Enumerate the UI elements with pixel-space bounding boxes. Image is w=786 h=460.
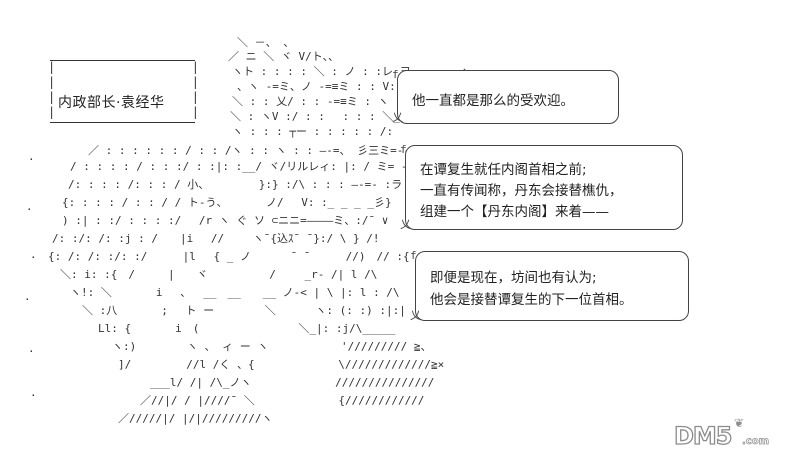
svg-text:＼: i: :{ / | ヾ / _r-: ＼: i: :{ / | ヾ / _r- /| l /\ [60, 268, 377, 281]
bubble-corner-mark: f [400, 143, 407, 156]
svg-text:.: . [24, 290, 31, 303]
bubble-text-line: 一直有传闻称，丹东会接替樵仇， [420, 183, 623, 199]
svg-text:/: :/: /: :j : / |i // ヽ¯{: /: :/: /: :j : / |i // ヽ¯{込ｽ¯ ̄ }:/ \ } … [52, 232, 380, 245]
bubble-text-line: 在谭复生就任内阁首相之前; [420, 162, 587, 178]
svg-text:ヽ : : : ┬ー : : : : : /:: ヽ : : : ┬ー : : : : : /: [232, 125, 393, 138]
watermark-domain-text: .com [742, 436, 770, 448]
caption-frame-bottom [50, 122, 195, 123]
speech-bubble-1: f 乂 他一直都是那么的受欢迎。 [392, 68, 619, 124]
svg-text:.: . [30, 248, 37, 261]
speech-bubble-2: f 乂 在谭复生就任内阁首相之前; 一直有传闻称，丹东会接替樵仇， 组建一个【丹… [400, 143, 683, 231]
svg-text:.: . [28, 150, 35, 163]
svg-text:、ヽ -=ミ、ノ -=≡ミ : : V: }: 、ヽ -=ミ、ノ -=≡ミ : : V: } [226, 80, 409, 93]
bubble-corner-mark: f [392, 68, 399, 81]
dm5-watermark-logo: ❦ DM5 .com [673, 416, 784, 452]
svg-text:.: . [26, 200, 33, 213]
ascii-art-head: ＼ －、 、 ／ ニ ＼ ヾ V/ト、、 ヽト : : : : ＼ : ノ : … [226, 36, 468, 138]
svg-text:]/ //l /く 、{ \/////: ]/ //l /く 、{ \/////////////≧× [118, 358, 444, 371]
svg-text:.: . [28, 342, 35, 355]
svg-text:/: : : : /: : : / 小、 }:} :: /: : : : /: : : / 小、 }:} :/\ : : : ―-=- … [68, 178, 402, 191]
svg-text:{: : : : / : : / / ト-う、 ノ/: {: : : : / : : / / ト-う、 ノ/ V: :_ _ _ _彡} [62, 196, 392, 209]
svg-text:＼ －、 、: ＼ －、 、 [237, 36, 294, 49]
svg-text:／ : : : : : : / : : /ヽ : : ヽ :: ／ : : : : : : / : : /ヽ : : ヽ : : ―-=、 彡三… [88, 144, 432, 157]
name-caption: 内政部长·袁经华 [58, 95, 165, 111]
svg-text:／ ニ ＼ ヾ V/ト、、: ／ ニ ＼ ヾ V/ト、、 [228, 50, 339, 63]
bubble-tail-mark: 乂 [400, 218, 411, 231]
svg-text:.: . [30, 386, 37, 399]
svg-text:＼ : : 乂/ : : -=≡ミ : ヽ : /:/: ＼ : : 乂/ : : -=≡ミ : ヽ : /:/ [232, 95, 428, 108]
name-caption-box: |||| |||| 内政部长·袁经华 [48, 60, 199, 123]
leaf-icon: ❦ [734, 416, 745, 430]
svg-text:＼ : ヽV :/ : : : : : ＼_ソ:/: ＼ : ヽV :/ : : : : : ＼_ソ:/ [230, 110, 424, 123]
bubble-tail-mark: 乂 [392, 111, 403, 124]
bubble-text-line: 组建一个【丹东内阁】来着—— [420, 204, 609, 220]
ascii-art-left-dots: . . . . . . [24, 150, 37, 399]
speech-bubble-3: f 乂 即便是现在，坊间也有认为; 他会是接替谭复生的下一位首相。 [410, 249, 689, 322]
svg-text:＼ :八 ; ト ー ＼ ヽ: (:: ＼ :八 ; ト ー ＼ ヽ: (: :) :|:| [82, 304, 406, 317]
bubble-corner-mark: f [410, 249, 417, 262]
bubble-text-line: 他会是接替谭复生的下一位首相。 [430, 292, 633, 308]
watermark-main-text: DM5 [673, 421, 733, 450]
svg-text:/ : : : : / : : :/ : :|: :__/: / : : : : / : : :/ : :|: :__/ ヾ/リルレィ: |:… [70, 160, 445, 173]
svg-text:) :| : :/ : : : :/ /r ヽ ぐ ソ ⊂: ) :| : :/ : : : :/ /r ヽ ぐ ソ ⊂ニニ=――――ミ、:/… [62, 214, 388, 227]
svg-text:ヽ:) ヽ 、 ィ ー ヽ '/////: ヽ:) ヽ 、 ィ ー ヽ '///////// ≧、 [112, 340, 431, 353]
svg-text:／/////|/ |/|/////////ヽ: ／/////|/ |/|/////////ヽ [118, 412, 272, 425]
caption-frame-top [50, 60, 195, 61]
svg-text:{: /: /: :/: :/ |l { _ ノ: {: /: /: :/: :/ |l { _ ノ ¯ ¯ //) // :{ [48, 250, 410, 263]
svg-text:___l/ /| /\_ノヽ ////////: ___l/ /| /\_ノヽ /////////////// [150, 376, 434, 389]
svg-text:ヽ!: ＼ i 、 __ __ __ ノ-< |: ヽ!: ＼ i 、 __ __ __ ノ-< | \ |: l : /\ [70, 286, 400, 299]
caption-frame-left: |||| [48, 60, 56, 119]
bubble-tail-mark: 乂 [410, 309, 421, 322]
caption-frame-right: |||| [191, 60, 199, 119]
svg-text:／//|/ / |////¯ ＼ {/////: ／//|/ / |////¯ ＼ {//////////// [140, 394, 424, 407]
bubble-text-line: 即便是现在，坊间也有认为; [430, 270, 597, 286]
svg-text:Ll: { i ( ＼_|: :j/\: Ll: { i ( ＼_|: :j/\_____ [98, 322, 396, 335]
bubble-text-line: 他一直都是那么的受欢迎。 [412, 93, 574, 109]
ascii-art-body: ／ : : : : : : / : : /ヽ : : ヽ : : ―-=、 彡三… [48, 144, 445, 425]
